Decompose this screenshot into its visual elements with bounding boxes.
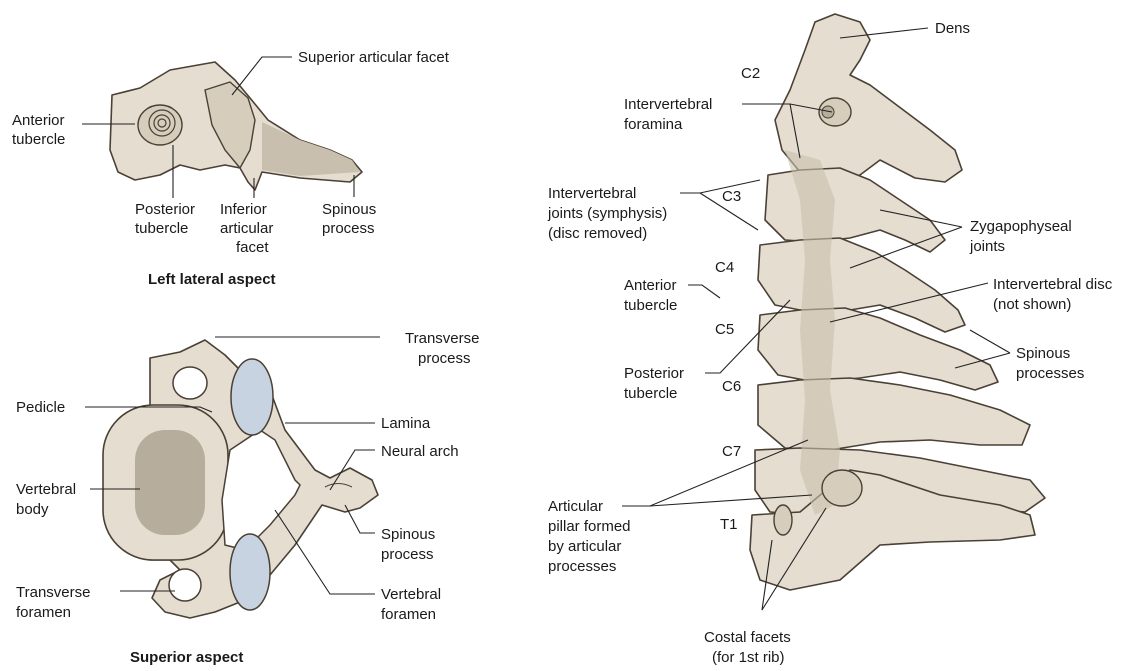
label-posterior-tubercle-col-2: tubercle (624, 385, 677, 402)
level-c5: C5 (715, 321, 734, 338)
label-spinous-processes-2: processes (1016, 365, 1084, 382)
label-anterior-tubercle-col-2: tubercle (624, 297, 677, 314)
label-zygapophyseal-joints-2: joints (969, 238, 1005, 255)
label-articular-pillar-2: pillar formed (548, 518, 631, 535)
label-spinous-process-2: process (322, 220, 375, 237)
label-anterior-tubercle-1: Anterior (12, 112, 65, 129)
label-superior-articular-facet: Superior articular facet (298, 49, 450, 66)
level-c6: C6 (722, 378, 741, 395)
label-posterior-tubercle-col-1: Posterior (624, 365, 684, 382)
level-c4: C4 (715, 259, 734, 276)
label-spinous-processes-1: Spinous (1016, 345, 1070, 362)
label-costal-facets-2: (for 1st rib) (712, 649, 785, 666)
label-posterior-tubercle-2: tubercle (135, 220, 188, 237)
label-vertebral-body-1: Vertebral (16, 481, 76, 498)
label-neural-arch: Neural arch (381, 443, 459, 460)
label-articular-pillar-1: Articular (548, 498, 603, 515)
label-intervertebral-disc-1: Intervertebral disc (993, 276, 1113, 293)
level-c3: C3 (722, 188, 741, 205)
level-c7: C7 (722, 443, 741, 460)
label-inferior-articular-facet-2: articular (220, 220, 273, 237)
label-dens: Dens (935, 20, 970, 37)
label-intervertebral-disc-2: (not shown) (993, 296, 1071, 313)
label-costal-facets-1: Costal facets (704, 629, 791, 646)
level-c2: C2 (741, 65, 760, 82)
caption-superior-aspect: Superior aspect (130, 649, 243, 666)
label-anterior-tubercle-2: tubercle (12, 131, 65, 148)
lateral-vertebra-drawing (110, 62, 362, 190)
label-spinous-process-sup-2: process (381, 546, 434, 563)
label-articular-pillar-3: by articular (548, 538, 621, 555)
label-transverse-foramen-2: foramen (16, 604, 71, 621)
label-posterior-tubercle-1: Posterior (135, 201, 195, 218)
label-articular-pillar-4: processes (548, 558, 616, 575)
label-vertebral-foramen-2: foramen (381, 606, 436, 623)
label-intervertebral-foramina-1: Intervertebral (624, 96, 712, 113)
label-transverse-foramen-1: Transverse (16, 584, 90, 601)
label-spinous-process-sup-1: Spinous (381, 526, 435, 543)
label-vertebral-body-2: body (16, 501, 49, 518)
label-intervertebral-joints-3: (disc removed) (548, 225, 647, 242)
label-transverse-process-2: process (418, 350, 471, 367)
label-pedicle: Pedicle (16, 399, 65, 416)
caption-left-lateral-aspect: Left lateral aspect (148, 271, 276, 288)
label-zygapophyseal-joints-1: Zygapophyseal (970, 218, 1072, 235)
label-transverse-process-1: Transverse (405, 330, 479, 347)
label-intervertebral-joints-1: Intervertebral (548, 185, 636, 202)
label-vertebral-foramen-1: Vertebral (381, 586, 441, 603)
label-intervertebral-foramina-2: foramina (624, 116, 683, 133)
label-inferior-articular-facet-1: Inferior (220, 201, 267, 218)
label-spinous-process-1: Spinous (322, 201, 376, 218)
level-t1: T1 (720, 516, 738, 533)
label-anterior-tubercle-col-1: Anterior (624, 277, 677, 294)
label-intervertebral-joints-2: joints (symphysis) (547, 205, 667, 222)
label-lamina: Lamina (381, 415, 431, 432)
label-inferior-articular-facet-3: facet (236, 239, 269, 256)
